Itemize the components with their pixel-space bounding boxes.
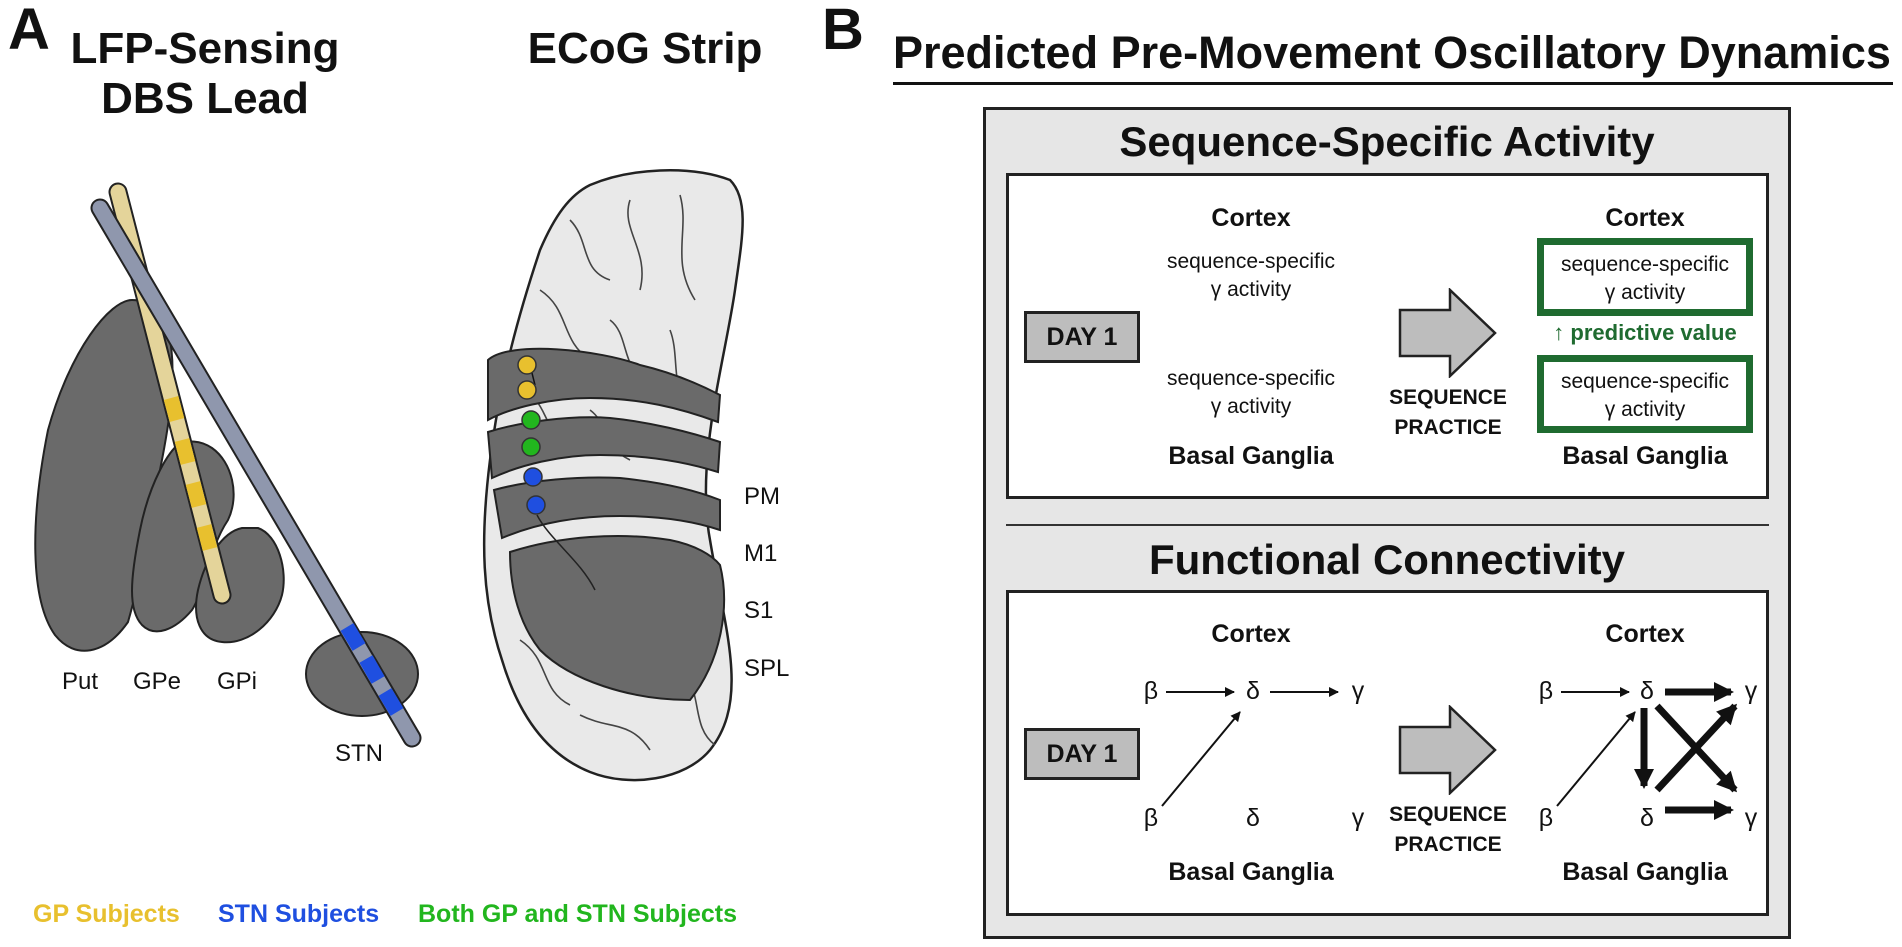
seq-after-bottom-line1: sequence-specific — [1560, 370, 1730, 393]
dbs-title-line2: DBS Lead — [101, 74, 309, 123]
stn-contact-3 — [378, 688, 404, 716]
conn-before-cortex-gamma: γ — [1351, 677, 1365, 705]
label-s1: S1 — [744, 597, 774, 624]
day1-badge-connectivity: DAY 1 — [1024, 728, 1140, 780]
panel-a-letter: A — [8, 0, 50, 62]
seq-after-cortex: Cortex — [1605, 204, 1685, 232]
gp-contact-3 — [185, 481, 207, 508]
gp-contact-2 — [174, 438, 196, 465]
conn-after-bg-beta: β — [1538, 804, 1554, 832]
stn-contact-2 — [359, 655, 385, 684]
title-underline — [893, 82, 1893, 85]
arrow-bg-beta-to-delta — [1161, 711, 1241, 807]
practice-label-sequence: SEQUENCE PRACTICE — [1378, 383, 1518, 443]
conn-after-cortex-beta: β — [1538, 677, 1554, 705]
conn-after-cortex-delta: δ — [1640, 677, 1654, 705]
day1-badge-sequence: DAY 1 — [1024, 311, 1140, 363]
section-divider — [1006, 524, 1769, 526]
basal-ganglia-illustration — [34, 182, 422, 748]
ecog-gyri — [486, 347, 725, 702]
gyrus-s1 — [492, 476, 721, 540]
seq-after-top-box: sequence-specific γ activity — [1537, 238, 1753, 316]
gyrus-m1 — [486, 416, 722, 480]
seq-before-top-line2: γ activity — [1210, 278, 1292, 301]
bold-arrow-bg-delta-to-gamma — [1654, 703, 1738, 793]
ecog-contact-stn-2 — [526, 495, 546, 515]
gp-contact-1 — [163, 396, 185, 422]
legend-stn: STN Subjects — [218, 900, 380, 928]
practice-line1-conn: SEQUENCE — [1389, 803, 1507, 826]
legend-gp: GP Subjects — [33, 900, 180, 928]
seq-after-top-line1: sequence-specific — [1560, 253, 1730, 276]
ecog-strip-title: ECoG Strip — [527, 24, 763, 73]
seq-after-top-line2: γ activity — [1604, 281, 1686, 304]
conn-after-bg-gamma: γ — [1744, 804, 1758, 832]
stn-lead — [90, 198, 422, 748]
seq-before-top-line1: sequence-specific — [1166, 250, 1336, 273]
practice-label-connectivity: SEQUENCE PRACTICE — [1378, 800, 1518, 860]
conn-before-bg-gamma: γ — [1351, 804, 1365, 832]
label-pm: PM — [744, 483, 780, 510]
practice-arrow-connectivity — [1398, 705, 1497, 795]
section-title-sequence: Sequence-Specific Activity — [1119, 118, 1655, 165]
stn-contact-1 — [340, 623, 366, 651]
seq-before-bottom-line2: γ activity — [1210, 395, 1292, 418]
dbs-title-line1: LFP-Sensing — [70, 24, 340, 73]
conn-before-cortex: Cortex — [1211, 620, 1291, 648]
ecog-contact-both-1 — [521, 410, 541, 430]
practice-arrow-sequence — [1398, 288, 1497, 378]
label-stn: STN — [335, 740, 383, 767]
gpe-shape — [131, 440, 235, 633]
seq-after-basal-ganglia: Basal Ganglia — [1562, 442, 1728, 470]
ecog-contact-gp-2 — [517, 380, 537, 400]
seq-after-bottom-line2: γ activity — [1604, 398, 1686, 421]
conn-before-basal-ganglia: Basal Ganglia — [1168, 858, 1334, 886]
legend-both: Both GP and STN Subjects — [418, 900, 738, 928]
gyrus-spl — [508, 535, 725, 702]
ecog-contact-both-2 — [521, 437, 541, 457]
conn-after-basal-ganglia: Basal Ganglia — [1562, 858, 1728, 886]
arrow-after-bg-beta-to-delta — [1556, 711, 1636, 807]
practice-line2-seq: PRACTICE — [1394, 416, 1502, 439]
practice-line2-conn: PRACTICE — [1394, 833, 1502, 856]
conn-after-bg-delta: δ — [1640, 804, 1654, 832]
label-gpe: GPe — [133, 668, 182, 695]
dbs-lead-title: LFP-Sensing DBS Lead — [55, 24, 355, 124]
seq-before-top-text: sequence-specific γ activity — [1131, 248, 1371, 304]
panel-b-letter: B — [822, 0, 864, 62]
seq-before-cortex: Cortex — [1211, 204, 1291, 232]
conn-before-arrows — [1161, 687, 1339, 807]
section-title-connectivity: Functional Connectivity — [1148, 536, 1626, 583]
gp-contact-4 — [196, 524, 218, 551]
seq-after-bottom-box: sequence-specific γ activity — [1537, 355, 1753, 433]
label-spl: SPL — [744, 655, 790, 682]
conn-before-cortex-delta: δ — [1246, 677, 1260, 705]
conn-after-cortex: Cortex — [1605, 620, 1685, 648]
cortex-illustration — [482, 169, 744, 782]
conn-before-bg-delta: δ — [1246, 804, 1260, 832]
seq-before-bottom-line1: sequence-specific — [1166, 367, 1336, 390]
gyrus-pm — [487, 347, 722, 424]
seq-before-bottom-text: sequence-specific γ activity — [1131, 365, 1371, 421]
panel-b-title: Predicted Pre-Movement Oscillatory Dynam… — [893, 27, 1891, 78]
conn-after-cortex-gamma: γ — [1744, 677, 1758, 705]
label-gpi: GPi — [217, 668, 258, 695]
predictive-value-label: ↑ predictive value — [1553, 320, 1737, 345]
label-m1: M1 — [744, 540, 778, 567]
label-put: Put — [62, 668, 99, 695]
seq-before-basal-ganglia: Basal Ganglia — [1168, 442, 1334, 470]
conn-before-cortex-beta: β — [1143, 677, 1159, 705]
ecog-contact-stn-1 — [523, 467, 543, 487]
ecog-contact-gp-1 — [517, 355, 537, 375]
practice-line1-seq: SEQUENCE — [1389, 386, 1507, 409]
conn-after-arrows — [1556, 682, 1738, 820]
conn-before-bg-beta: β — [1143, 804, 1159, 832]
